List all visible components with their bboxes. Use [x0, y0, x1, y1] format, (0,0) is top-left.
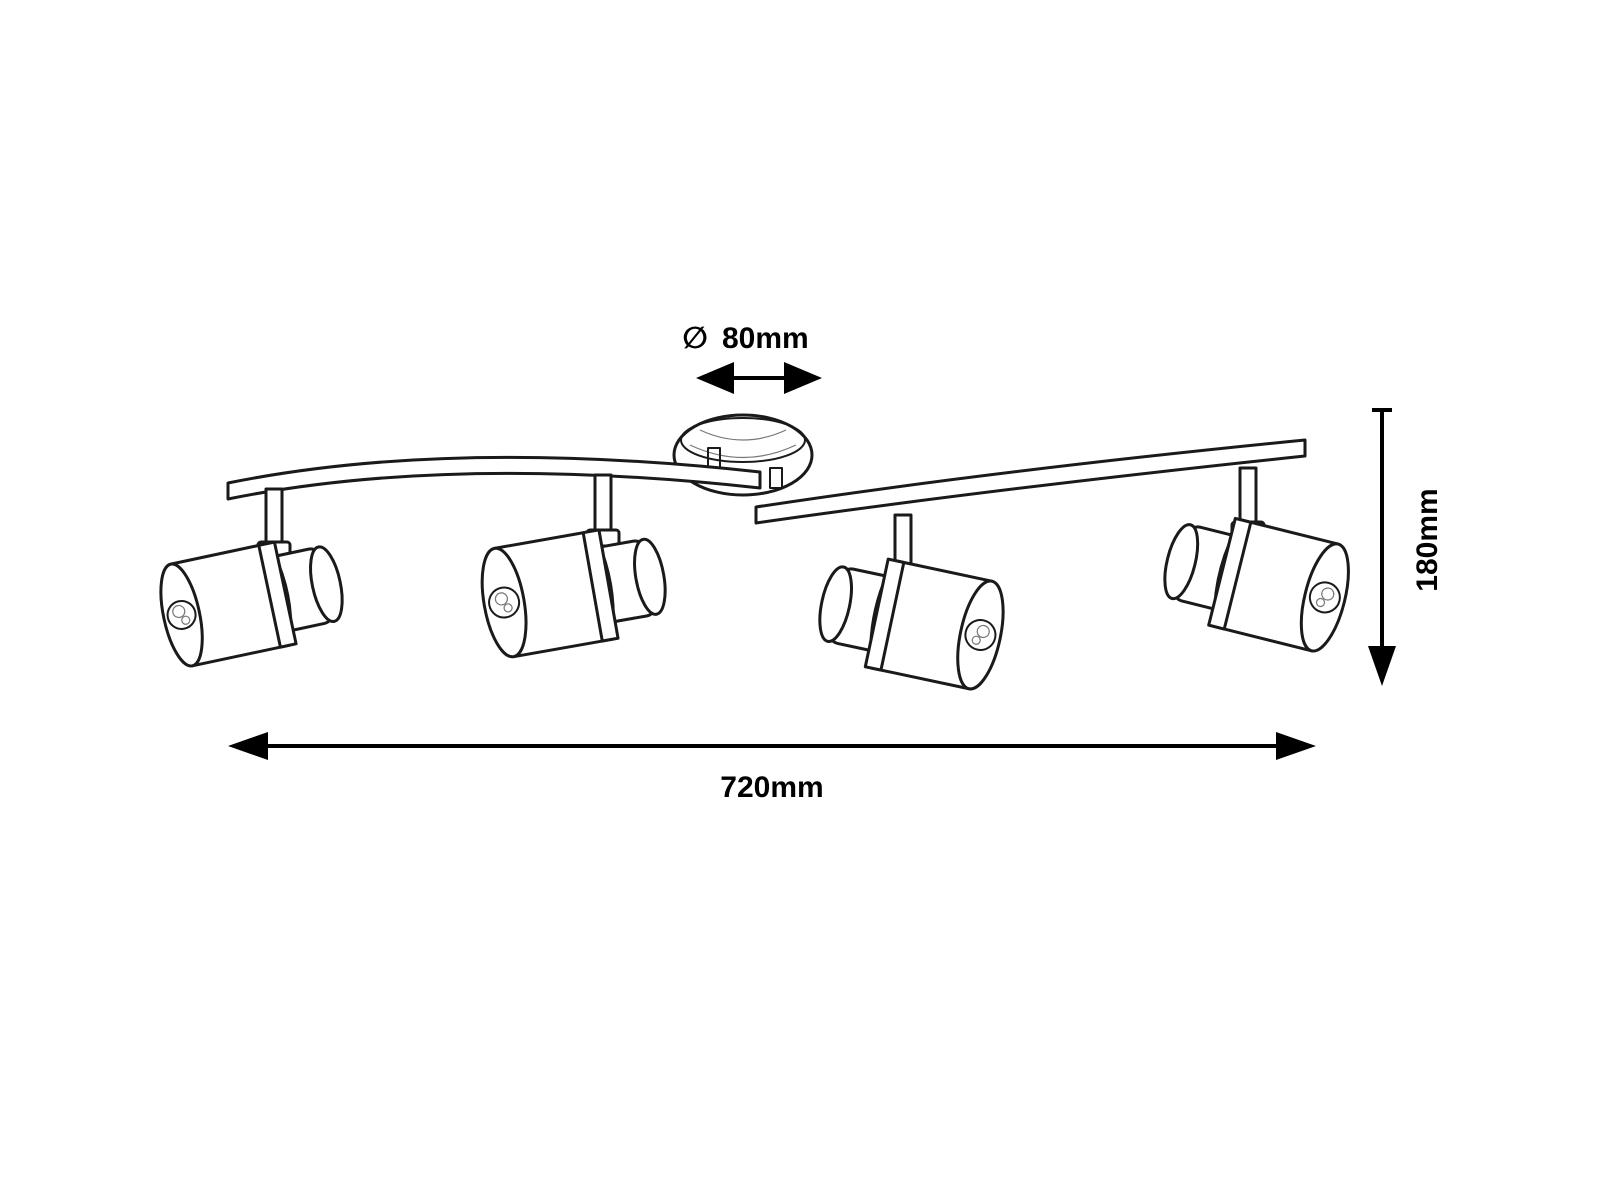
canopy-diameter-dimension: ∅ 80mm: [682, 322, 822, 394]
width-label: 720mm: [720, 771, 823, 804]
canopy-diameter-symbol: ∅: [682, 322, 708, 355]
height-label: 180mm: [1411, 488, 1444, 591]
spotlight-3: [818, 513, 1005, 691]
height-dimension: 180mm: [1368, 408, 1444, 686]
spotlight-4: [1163, 466, 1350, 653]
spotlight-1: [159, 487, 344, 668]
right-arm: [754, 438, 1307, 525]
canopy-diameter-label: 80mm: [722, 322, 809, 355]
spotlight-2: [480, 473, 667, 659]
left-arm: [226, 455, 762, 501]
width-dimension: 720mm: [228, 732, 1316, 804]
